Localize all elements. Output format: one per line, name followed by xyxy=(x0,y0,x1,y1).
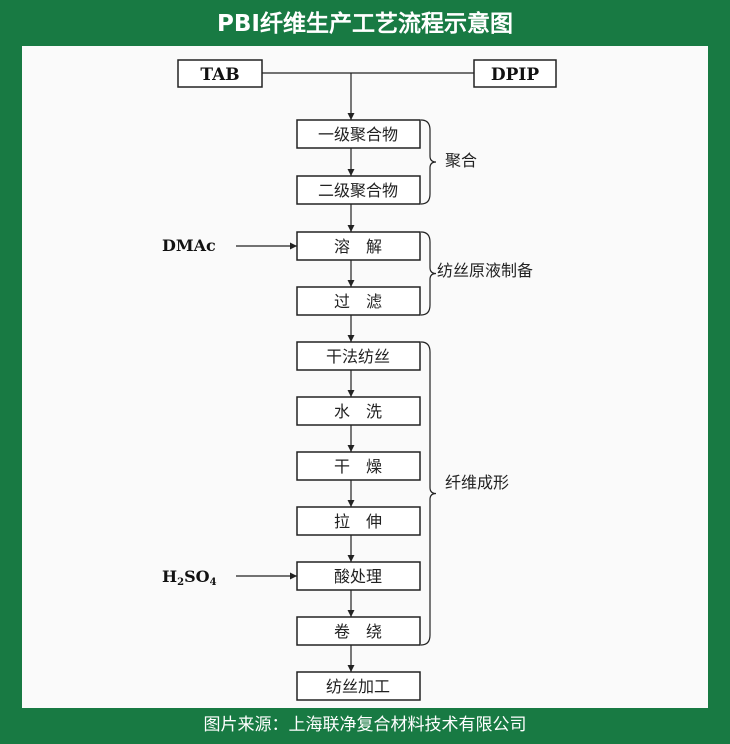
step-label: 干 燥 xyxy=(334,457,382,476)
step-box xyxy=(296,175,421,205)
step-box xyxy=(296,506,421,536)
step-box xyxy=(296,396,421,426)
step-box xyxy=(296,286,421,316)
step-box xyxy=(296,616,421,646)
dmac-label: DMAc xyxy=(162,236,216,255)
step-box xyxy=(296,671,421,701)
step-label: 拉 伸 xyxy=(334,512,382,531)
tab-box xyxy=(177,59,263,88)
step-label: 水 洗 xyxy=(334,402,382,421)
step-box xyxy=(296,119,421,149)
group-label: 聚合 xyxy=(445,151,477,170)
step-box xyxy=(296,451,421,481)
step-label: 纺丝加工 xyxy=(326,677,390,696)
step-box xyxy=(296,231,421,261)
tab-label: TAB xyxy=(200,65,239,85)
diagram-panel xyxy=(22,46,708,708)
group-brace xyxy=(420,119,437,205)
step-label: 溶 解 xyxy=(334,237,382,256)
step-label: 干法纺丝 xyxy=(326,347,390,366)
step-label: 一级聚合物 xyxy=(318,125,398,144)
step-label: 卷 绕 xyxy=(334,622,382,641)
step-label: 过 滤 xyxy=(334,292,382,311)
dpip-label: DPIP xyxy=(491,65,539,85)
step-label: 酸处理 xyxy=(334,567,382,586)
step-box xyxy=(296,341,421,371)
step-label: 二级聚合物 xyxy=(318,181,398,200)
group-brace xyxy=(420,341,437,646)
step-box xyxy=(296,561,421,591)
group-label: 纤维成形 xyxy=(445,473,509,492)
page-title: PBI纤维生产工艺流程示意图 xyxy=(217,11,513,37)
group-label: 纺丝原液制备 xyxy=(437,261,533,280)
group-brace xyxy=(420,231,437,316)
image-source-caption: 图片来源：上海联净复合材料技术有限公司 xyxy=(203,715,527,735)
h2so4-label: H2SO4 xyxy=(162,567,217,588)
